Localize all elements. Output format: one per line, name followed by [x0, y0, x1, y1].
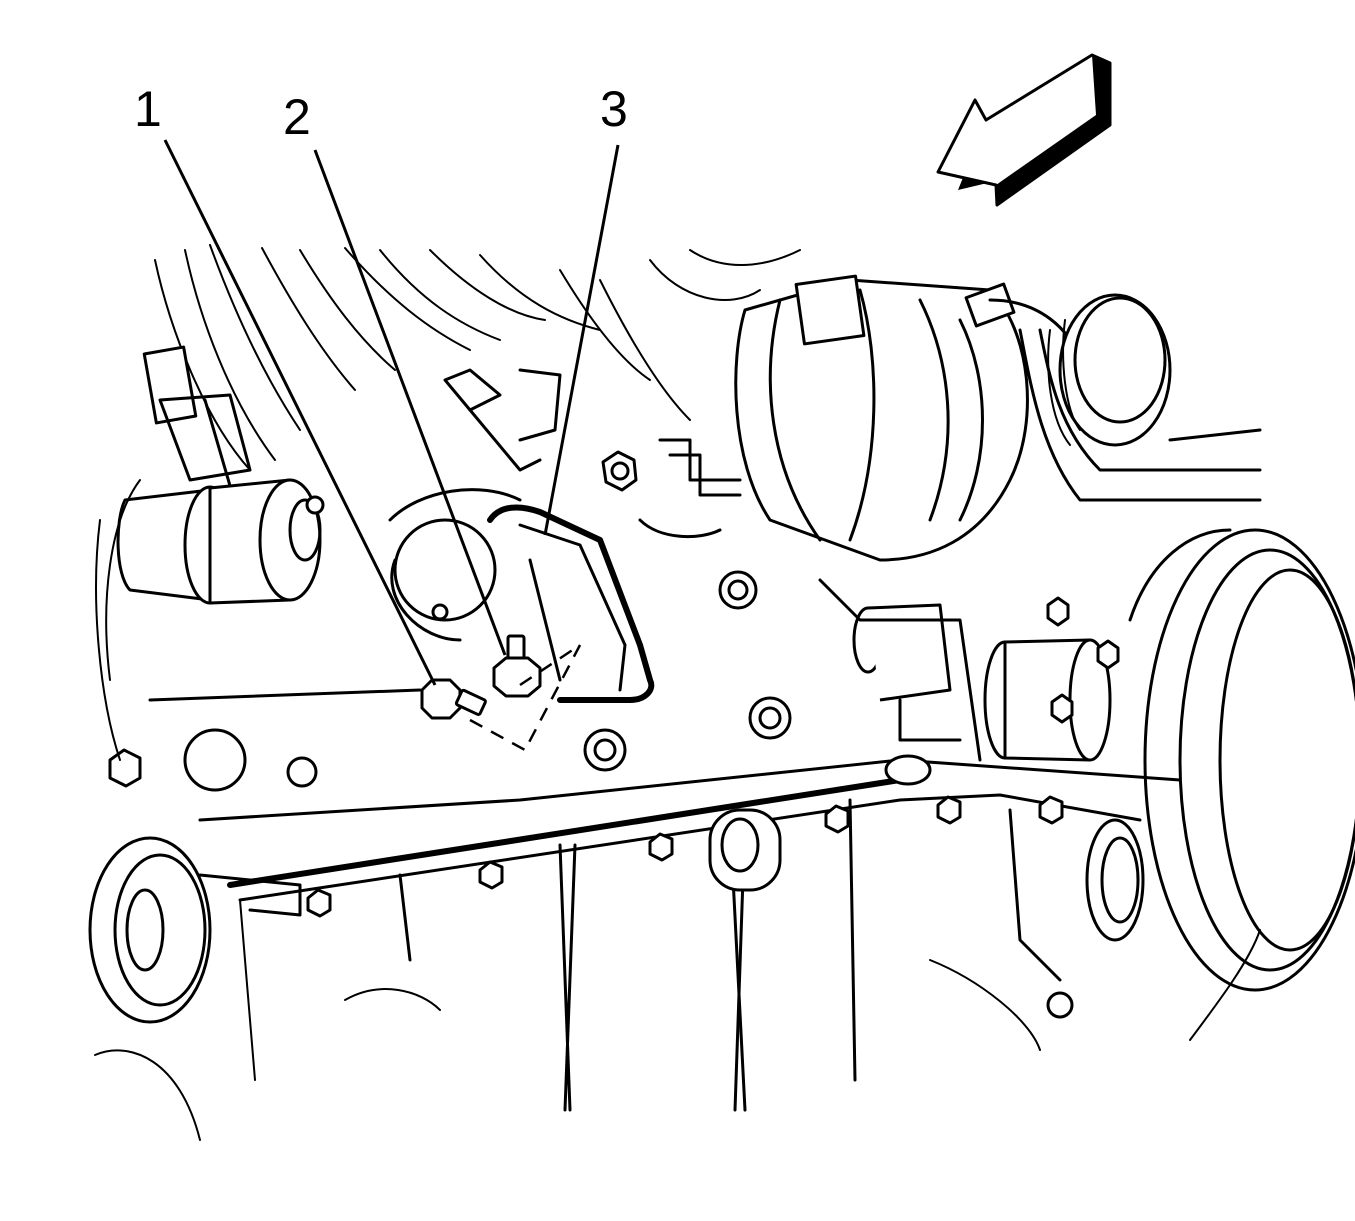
- center-nut: [601, 450, 638, 492]
- lower-right-boss: [1046, 818, 1145, 1019]
- oil-pan-nuts: [108, 748, 1064, 918]
- leader-line-2: [313, 149, 507, 656]
- leader-line-1: [163, 139, 437, 686]
- idler-assembly: [983, 596, 1120, 762]
- lower-left-pulley: [88, 836, 302, 1024]
- alternator-pulley: [1047, 293, 1172, 447]
- callout-label-1: 1: [134, 81, 162, 137]
- callout-label-3: 3: [600, 81, 628, 137]
- alternator: [734, 274, 1082, 562]
- oil-pan-ribs: [398, 798, 1062, 1112]
- center-tubes: [638, 438, 758, 610]
- forward-direction-arrow-icon: [936, 53, 1112, 207]
- left-bracket: [142, 345, 252, 522]
- bracket-3: [487, 504, 655, 703]
- upper-engine-contours: [154, 244, 801, 471]
- central-housing: [388, 368, 562, 642]
- callout-leaders: [163, 139, 620, 686]
- bolt-1: [420, 678, 487, 720]
- bolt-2: [492, 634, 542, 698]
- center-right-bracket: [818, 578, 982, 762]
- lower-contours: [94, 479, 1261, 1141]
- crankshaft-pulley: [1128, 528, 1355, 992]
- leader-line-3: [543, 144, 620, 536]
- left-cylinder: [116, 478, 325, 605]
- callout-label-2: 2: [283, 89, 311, 145]
- alignment-guides: [469, 643, 582, 752]
- right-hoses: [1018, 328, 1262, 502]
- engine-block-rail: [148, 688, 1182, 902]
